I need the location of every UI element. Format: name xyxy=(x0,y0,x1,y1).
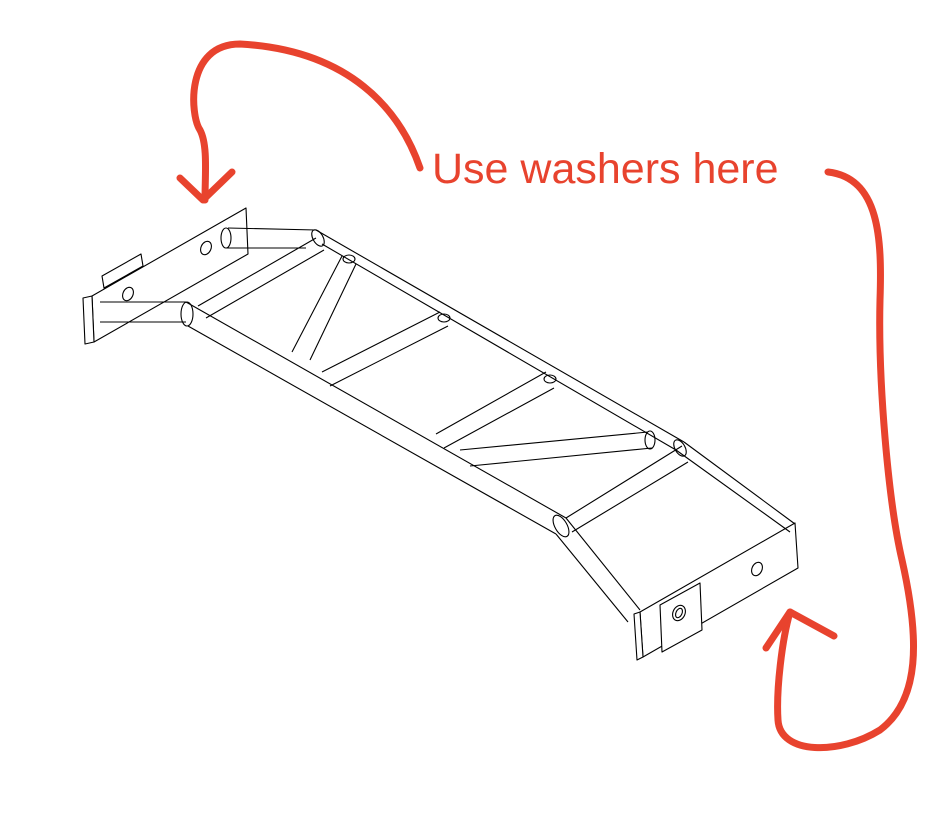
rung-5 xyxy=(459,431,653,467)
grip-rungs xyxy=(197,237,689,533)
rung-3 xyxy=(321,311,449,387)
right-mounting-plate xyxy=(633,522,799,661)
left-bolt-hole-lower xyxy=(122,286,134,302)
right-arrowhead xyxy=(762,608,838,652)
left-arrowhead xyxy=(176,168,236,204)
washer-annotation: Use washers here xyxy=(176,40,917,752)
annotation-label: Use washers here xyxy=(432,145,779,193)
rung-4 xyxy=(435,371,555,449)
left-bolt-hole-upper xyxy=(200,240,212,256)
left-mounting-plate xyxy=(82,207,249,345)
rung-6 xyxy=(565,445,689,533)
right-arrow-stroke xyxy=(774,168,917,752)
pull-up-bar-drawing xyxy=(82,207,799,661)
rung-2 xyxy=(291,255,357,361)
rung-1 xyxy=(197,237,325,319)
back-rail xyxy=(220,227,796,533)
right-bolt-hole-upper xyxy=(751,561,763,577)
front-rail xyxy=(100,301,641,623)
left-arrow-stroke xyxy=(190,40,424,204)
